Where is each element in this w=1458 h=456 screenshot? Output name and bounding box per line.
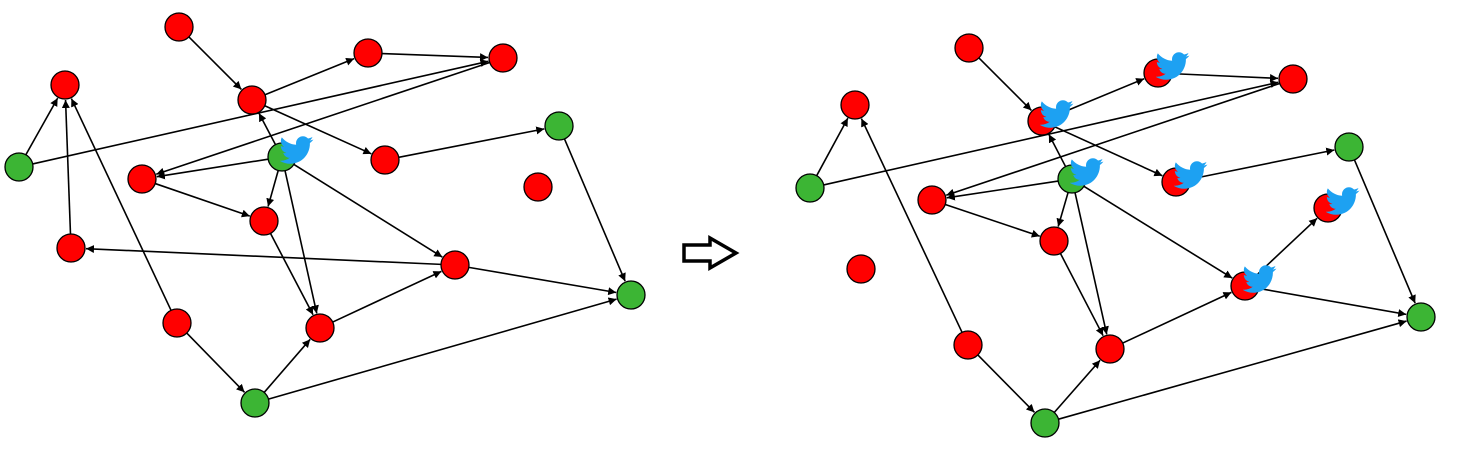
node-n-red: [846, 254, 876, 284]
edge-g-k: [266, 170, 279, 207]
edge-f-l: [815, 117, 849, 177]
node-n-red: [56, 233, 86, 263]
edge-f-l: [25, 97, 59, 156]
edge-b-c: [1171, 72, 1279, 82]
edge-m-p: [1258, 287, 1407, 317]
node-r-green: [1030, 408, 1060, 438]
node-k-red: [1039, 226, 1069, 256]
edge-c-h: [155, 61, 490, 176]
node-q-red: [953, 330, 983, 360]
edge-g-k: [1056, 192, 1069, 227]
edge-q-r: [186, 332, 246, 393]
node-c-red: [488, 43, 518, 73]
edge-k-o: [269, 233, 314, 316]
edge-f-c: [32, 59, 489, 165]
node-a-red: [954, 33, 984, 63]
edge-k-o: [1059, 253, 1104, 337]
edge-r-p: [1058, 319, 1407, 420]
edge-r-p: [268, 297, 617, 400]
node-j-green: [544, 111, 574, 141]
edge-e-d: [1054, 126, 1163, 177]
graph-layer: [4, 12, 1436, 438]
node-c-red: [1278, 64, 1308, 94]
edge-b-c: [381, 52, 489, 62]
node-h-red: [127, 164, 157, 194]
edge-m-p: [468, 266, 617, 296]
edge-q-l: [860, 118, 963, 333]
edge-g-e: [258, 112, 277, 145]
node-b-red: [353, 38, 383, 68]
node-p-green: [1406, 302, 1436, 332]
edge-d-j: [398, 126, 545, 159]
node-j-green: [1334, 132, 1364, 162]
node-e-red: [237, 85, 267, 115]
edge-n-l: [61, 99, 72, 235]
edge-g-h: [946, 180, 1059, 201]
node-f-green: [795, 173, 825, 203]
node-p-green: [616, 280, 646, 310]
edge-g-e: [1048, 133, 1067, 167]
edge-j-p: [563, 138, 626, 282]
edge-q-l: [70, 98, 172, 311]
edge-m-n: [85, 245, 442, 266]
edge-d-j: [1189, 147, 1335, 181]
edge-r-o: [263, 338, 311, 393]
graph-after: [795, 33, 1436, 438]
edge-e-b: [264, 57, 355, 96]
right-arrow-icon: [682, 234, 740, 272]
node-f-green: [4, 152, 34, 182]
node-m-red: [440, 250, 470, 280]
edge-g-m: [1083, 185, 1233, 279]
edge-c-h: [945, 82, 1280, 197]
node-l-red: [50, 70, 80, 100]
node-h-red: [917, 185, 947, 215]
edge-r-o: [1053, 359, 1101, 414]
node-q-red: [162, 308, 192, 338]
node-o-red: [305, 313, 335, 343]
node-a-red: [164, 12, 194, 42]
node-d-red: [370, 145, 400, 175]
node-r-green: [240, 388, 270, 418]
edge-g-h: [156, 158, 269, 180]
edge-o-m: [1122, 291, 1232, 344]
edge-a-e: [978, 57, 1032, 111]
graph-before: [4, 12, 646, 418]
edge-h-k: [945, 203, 1041, 238]
edge-j-p: [1353, 159, 1416, 304]
node-l-red: [840, 90, 870, 120]
edge-a-e: [188, 36, 242, 90]
edge-g-o: [1074, 192, 1109, 335]
edge-g-m: [293, 163, 443, 258]
edge-h-k: [154, 182, 251, 218]
edge-o-m: [332, 270, 442, 323]
edge-e-d: [264, 105, 372, 155]
node-k-red: [249, 206, 279, 236]
node-o-red: [1095, 334, 1125, 364]
node-i-red: [523, 172, 553, 202]
edge-q-r: [977, 354, 1036, 413]
edge-f-c: [823, 80, 1279, 186]
edge-g-o: [284, 170, 319, 314]
